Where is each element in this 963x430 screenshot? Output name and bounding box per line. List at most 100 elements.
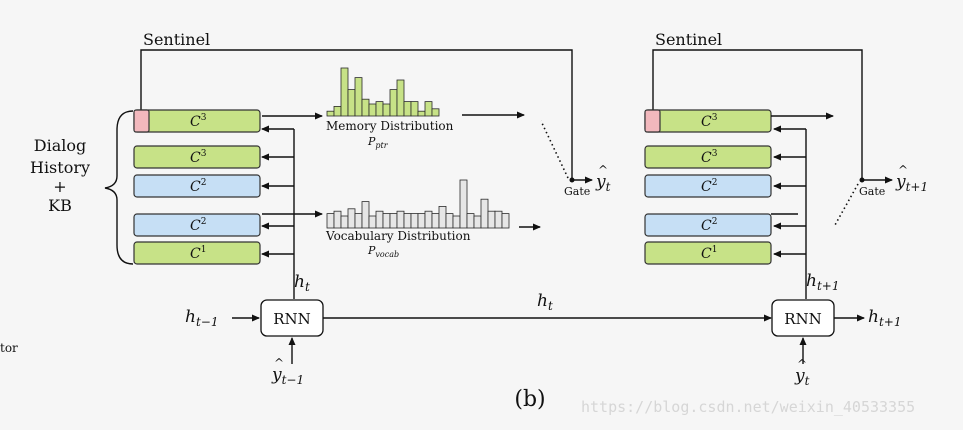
yhat-t-plus-1-output: yt+1 xyxy=(895,172,928,194)
memory-distribution-bar xyxy=(354,77,363,117)
memory-distribution-bar xyxy=(326,110,335,117)
h-t-minus-1-label: ht−1 xyxy=(185,307,218,329)
vocabulary-distribution-bar xyxy=(396,210,405,229)
vocabulary-distribution-chart xyxy=(326,179,510,229)
left-memory-cell xyxy=(133,174,261,198)
vocabulary-distribution-bar xyxy=(382,213,391,229)
memory-distribution-bar xyxy=(361,98,370,117)
ht-label-horizontal: ht xyxy=(537,291,553,313)
memory-distribution-bar xyxy=(417,110,426,117)
p-ptr-label: Pptr xyxy=(367,135,389,150)
memory-distribution-bar xyxy=(340,67,349,117)
memory-distribution-bar xyxy=(431,108,440,117)
memory-distribution-label: Memory Distribution xyxy=(326,119,454,133)
right-memory-cell-label: C3 xyxy=(701,149,718,166)
vocabulary-distribution-bar xyxy=(403,213,412,229)
p-vocab-label: Pvocab xyxy=(367,244,399,259)
right-memory-cell xyxy=(644,145,772,169)
vocabulary-distribution-bar xyxy=(487,210,496,229)
figure-caption: (b) xyxy=(514,387,545,412)
kb-label: KB xyxy=(48,196,72,215)
vocabulary-distribution-bar xyxy=(452,215,461,229)
sentinel-path-right xyxy=(652,49,863,178)
watermark-text: https://blog.csdn.net/weixin_40533355 xyxy=(581,398,915,416)
ht-label-vertical: ht xyxy=(294,272,310,294)
right-memory-cell-label: C1 xyxy=(701,245,717,262)
vocabulary-distribution-bar xyxy=(389,213,398,229)
rnn-label-left: RNN xyxy=(273,310,311,328)
vocabulary-distribution-bar xyxy=(417,213,426,229)
vocabulary-distribution-label: Vocabulary Distribution xyxy=(325,229,471,243)
vocabulary-distribution-bar xyxy=(438,205,447,229)
h-t-plus-1-label: ht+1 xyxy=(868,307,901,329)
memory-distribution-bar xyxy=(347,89,356,117)
hat-yhat-t-input: ^ xyxy=(797,357,807,371)
dialog-label: Dialog xyxy=(34,136,86,155)
left-memory-cell xyxy=(133,145,261,169)
vocabulary-distribution-bar xyxy=(445,213,454,229)
memory-distribution-bar xyxy=(389,89,398,117)
vocabulary-distribution-bar xyxy=(347,208,356,229)
sentinel-slot-right xyxy=(644,109,661,133)
right-memory-cell xyxy=(644,174,772,198)
right-memory-cell xyxy=(644,241,772,265)
memory-distribution-bar xyxy=(333,106,342,117)
vocabulary-distribution-bar xyxy=(473,215,482,229)
yhat-t-input: yt xyxy=(794,366,810,388)
vocabulary-distribution-bar xyxy=(410,213,419,229)
vocabulary-distribution-bar xyxy=(494,210,503,229)
vocabulary-distribution-bar xyxy=(424,210,433,229)
vocabulary-distribution-bar xyxy=(375,210,384,229)
memory-distribution-chart xyxy=(326,67,440,117)
memory-distribution-bar xyxy=(375,101,384,117)
memory-distribution-bar xyxy=(410,101,419,117)
memory-distribution-bar xyxy=(403,101,412,117)
memory-distribution-bar xyxy=(396,79,405,117)
vocabulary-distribution-bar xyxy=(368,215,377,229)
sentinel-label-left: Sentinel xyxy=(143,30,210,49)
memory-distribution-bar xyxy=(424,101,433,117)
left-memory-cell-label: C2 xyxy=(190,178,206,195)
hat-yhat-t-output: ^ xyxy=(598,163,608,177)
sentinel-path-left xyxy=(140,49,573,180)
right-memory-cell-label: C2 xyxy=(701,178,717,195)
plus-label: + xyxy=(53,177,66,196)
vocabulary-distribution-bar xyxy=(431,213,440,229)
vocabulary-distribution-bar xyxy=(501,213,510,229)
dialog-history-brace xyxy=(104,110,134,265)
hat-yhat-t-plus-1: ^ xyxy=(898,163,908,177)
ht1-label-vertical: ht+1 xyxy=(806,271,839,293)
left-memory-cell-label: C3 xyxy=(190,113,207,130)
rnn-label-right: RNN xyxy=(784,310,822,328)
left-memory-cell xyxy=(133,213,261,237)
left-memory-cell xyxy=(133,241,261,265)
vocab-gate-dotted-line-right xyxy=(834,183,859,226)
vocabulary-distribution-bar xyxy=(459,179,468,229)
gate-label-left: Gate xyxy=(564,185,590,198)
edge-cut-text: tor xyxy=(0,341,18,355)
memory-distribution-bar xyxy=(368,103,377,117)
yhat-t-minus-1-input: yt−1 xyxy=(271,365,304,387)
right-memory-cell-label: C2 xyxy=(701,217,717,234)
vocabulary-distribution-bar xyxy=(354,213,363,229)
sentinel-slot-left xyxy=(133,109,150,133)
vocabulary-distribution-bar xyxy=(480,198,489,229)
left-memory-cell-label: C3 xyxy=(190,149,207,166)
vocabulary-distribution-bar xyxy=(340,215,349,229)
hat-yhat-t-minus-1: ^ xyxy=(274,356,284,370)
vocabulary-distribution-bar xyxy=(326,213,335,229)
right-memory-cell xyxy=(644,213,772,237)
vocabulary-distribution-bar xyxy=(361,201,370,229)
vocabulary-distribution-bar xyxy=(333,210,342,229)
vocabulary-distribution-bar xyxy=(466,213,475,229)
sentinel-label-right: Sentinel xyxy=(655,30,722,49)
memory-distribution-bar xyxy=(382,103,391,117)
left-memory-cell-label: C1 xyxy=(190,245,206,262)
ptr-gate-dotted-line xyxy=(540,120,569,179)
yhat-t-output: yt xyxy=(595,172,611,194)
history-label: History xyxy=(30,158,90,177)
